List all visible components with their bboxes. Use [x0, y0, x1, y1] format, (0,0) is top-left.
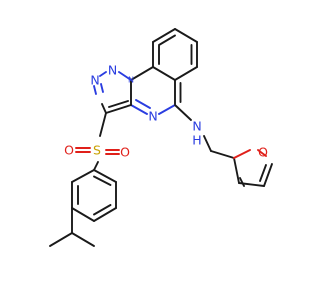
benzo-ring [152, 28, 198, 81]
atom-n-amine: N [192, 119, 201, 134]
atom-n-triazole-1: N [108, 63, 117, 78]
atom-n-bridge: N [128, 76, 134, 85]
atom-o-sulfonyl-right: O [120, 145, 130, 160]
atom-n-pyrimidine: N [148, 109, 157, 124]
atom-labels: N N N N N H S O O O [64, 63, 268, 160]
furan-ring [233, 149, 273, 187]
phenyl-ring [71, 169, 117, 222]
atom-h-amine: H [192, 133, 201, 148]
molecule-diagram: N N N N N H S O O O [49, 28, 273, 247]
atom-s-sulfonyl: S [93, 143, 101, 158]
structure-canvas: N N N N N H S O O O [49, 28, 273, 247]
atom-o-sulfonyl-left: O [64, 143, 74, 158]
amine-linker [174, 104, 235, 159]
atom-o-furan: O [258, 145, 268, 160]
pyrimidine-ring [130, 66, 182, 115]
sulfonyl-group [75, 112, 120, 171]
isopropyl-group [49, 207, 95, 247]
atom-n-triazole-2: N [90, 73, 99, 88]
triazole-ring [93, 71, 132, 114]
